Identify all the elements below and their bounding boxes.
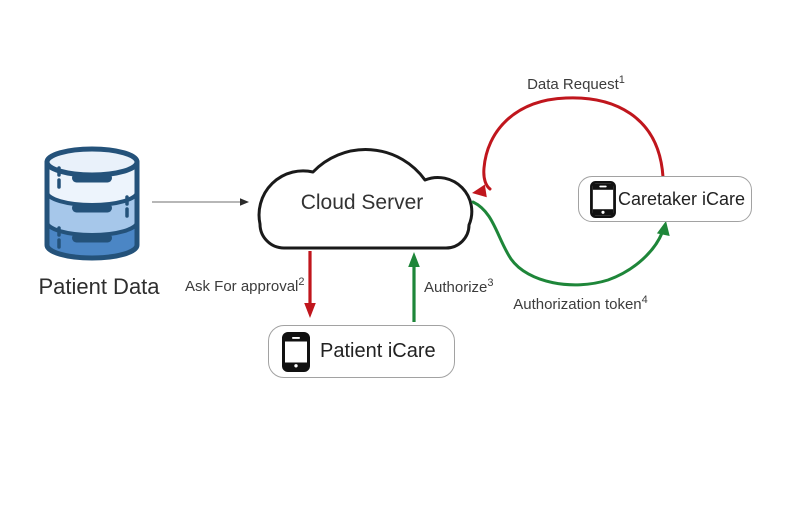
authorization-token-arrow [471,200,670,287]
edge-label-authorization-token: Authorization token4 [498,294,663,313]
patient-data-label: Patient Data [38,274,160,299]
caretaker-icare-node: Caretaker iCare [578,176,752,222]
edge-label-ask-for-approval: Ask For approval2 [185,276,305,295]
edge-label-data-request: Data Request1 [511,74,641,93]
edge-step-number: 4 [641,294,648,306]
edge-step-number: 3 [487,277,494,289]
edge-step-number: 2 [298,276,305,288]
patient-icare-node: Patient iCare [268,325,455,378]
data-request-arrow [472,96,665,198]
authorize-arrow [408,252,420,322]
edge-label-text: Authorize [424,279,488,296]
cloud-server-label: Cloud Server [300,191,424,214]
edge-label-authorize: Authorize3 [424,277,494,296]
patient-icare-label: Patient iCare [320,340,436,362]
caretaker-icare-label: Caretaker iCare [618,188,746,209]
edge-label-text: Data Request [527,76,619,93]
ask-for-approval-arrow [304,251,316,318]
edge-label-text: Authorization token [513,296,642,313]
db-to-cloud-arrow [152,198,249,206]
database-icon [44,146,140,261]
cloud-icon [257,148,474,250]
edge-label-text: Ask For approval [185,278,299,295]
smartphone-icon [590,180,616,218]
smartphone-icon [282,331,310,372]
edge-step-number: 1 [618,74,625,86]
